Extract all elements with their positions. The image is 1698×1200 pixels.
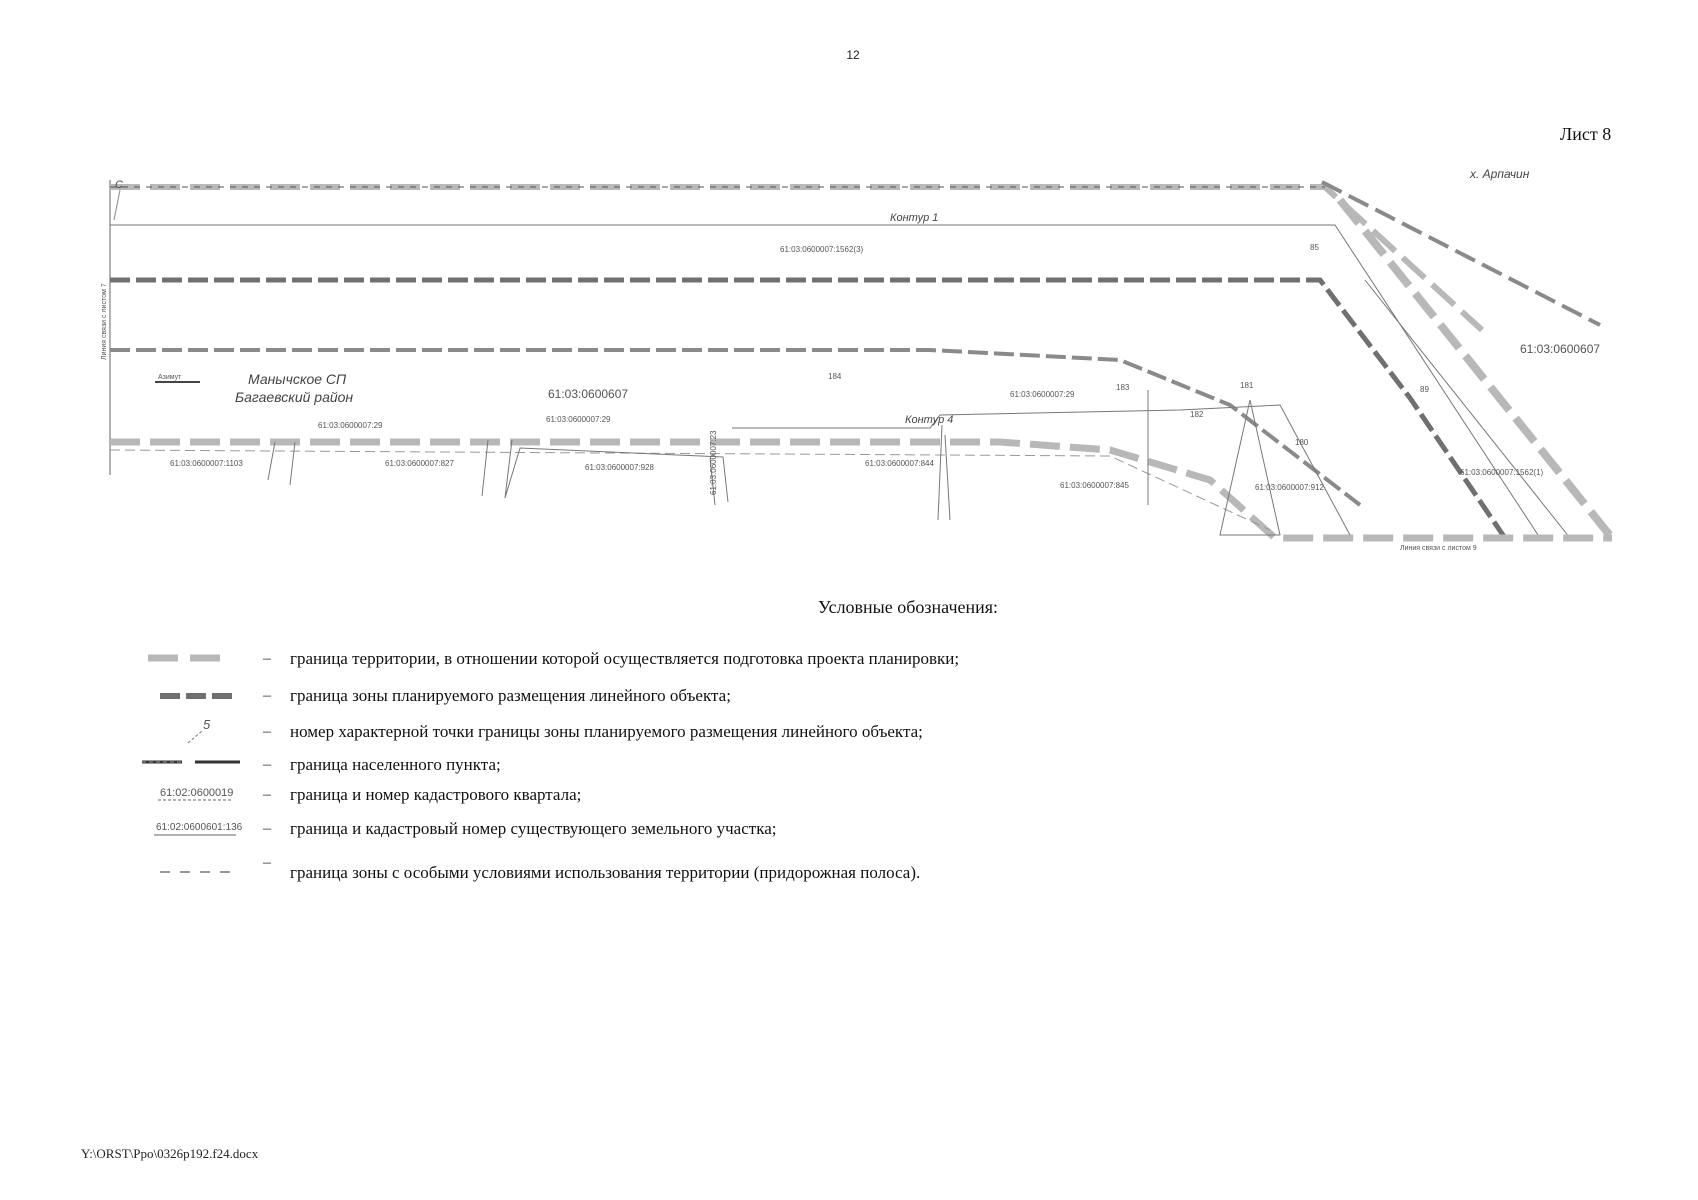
parcel-line-right [1364, 279, 1571, 539]
parcel-label-left1: 61:03:0600007:1103 [170, 459, 243, 468]
parcel-sample-label: 61:02:0600601:136 [156, 822, 243, 833]
roadside-zone-symbol [160, 871, 232, 873]
roadside-zone [109, 449, 1271, 531]
territory-boundary-right [1336, 197, 1616, 541]
planning-map: С х. Арпачин Контур 1 Контур 4 Манычское… [101, 167, 1616, 552]
side-label-bottom: Линия связи с листом 9 [1400, 545, 1477, 552]
small-label: Азимут [158, 374, 182, 381]
legend-item-territory: – граница территории, в отношении которо… [140, 646, 1440, 674]
legend-item-quarter: 61:02:0600019 – граница и номер кадастро… [140, 782, 1440, 810]
settlement-boundary [1321, 180, 1601, 327]
legend-dash: – [263, 650, 271, 667]
parcel-label-left2: 61:03:0600007:29 [318, 421, 383, 430]
parcel-label-right2: 61:03:0600007:845 [1060, 481, 1130, 490]
legend-item-point-number: 5 – номер характерной точки границы зоны… [140, 719, 1440, 747]
point-number-symbol: 5 [187, 719, 211, 744]
point-label-85: 85 [1310, 243, 1319, 252]
legend-item-roadside: – граница зоны с особыми условиями испол… [140, 854, 1440, 888]
point-label-182: 182 [1190, 410, 1204, 419]
territory-boundary-symbol [148, 654, 232, 662]
quarter-label-main: 61:03:0600607 [548, 387, 628, 401]
point-label-180: 180 [1295, 438, 1309, 447]
territory-boundary-bottom [110, 438, 1612, 542]
file-path: Y:\ORST\Ppo\0326p192.f24.docx [81, 1146, 259, 1161]
parcel-label-mid4: 61:03:0600007:844 [865, 459, 935, 468]
parcel-line-top [110, 224, 1541, 539]
parcel-label-right4: 61:03:0600007:1562(1) [1460, 468, 1544, 477]
legend-dash: – [263, 723, 271, 740]
legend-dash: – [263, 687, 271, 704]
parcel-label-right1: 61:03:0600007:29 [1010, 390, 1075, 399]
district-label-1: Манычское СП [248, 371, 347, 387]
settlement-boundary-symbol [142, 760, 240, 764]
point-label-183: 183 [1116, 383, 1130, 392]
district-label-2: Багаевский район [235, 389, 353, 405]
parcel-label-mid3: 61:03:0600007:928 [585, 463, 655, 472]
legend-dash: – [263, 820, 271, 837]
settlement-label: х. Арпачин [1469, 167, 1530, 181]
legend-dash: – [263, 786, 271, 803]
parcel-label-top: 61:03:0600007:1562(3) [780, 245, 864, 254]
parcel-frames [267, 390, 1351, 536]
point-label-184: 184 [828, 372, 842, 381]
linear-zone-boundary-2 [110, 348, 1362, 507]
legend-text-roadside: граница зоны с особыми условиями использ… [290, 863, 921, 882]
legend-text-settlement: граница населенного пункта; [290, 755, 501, 774]
north-marker-c: С [115, 179, 123, 191]
contour-1-label: Контур 1 [890, 212, 938, 224]
linear-zone-symbol [160, 693, 232, 699]
quarter-sample-label: 61:02:0600019 [160, 787, 233, 799]
quarter-label-right: 61:03:0600607 [1520, 342, 1600, 356]
legend-dash: – [263, 756, 271, 773]
legend-text-territory: граница территории, в отношении которой … [290, 649, 960, 668]
page-number: 12 [846, 48, 860, 62]
north-arrow [113, 189, 121, 221]
point-label-89: 89 [1420, 385, 1429, 394]
parcel-label-mid1: 61:03:0600007:827 [385, 459, 455, 468]
legend-text-linear-zone: граница зоны планируемого размещения лин… [290, 686, 731, 705]
parcel-label-mid2: 61:03:0600007:29 [546, 415, 611, 424]
legend-text-point-number: номер характерной точки границы зоны пла… [290, 722, 923, 741]
point-label-181: 181 [1240, 381, 1254, 390]
side-label-left: Линия связи с листом 7 [101, 283, 108, 360]
legend-dash: – [263, 854, 271, 871]
legend-item-settlement: – граница населенного пункта; [140, 752, 1440, 780]
parcel-label-right3: 61:03:0600007:912 [1255, 483, 1325, 492]
sheet-label: Лист 8 [1560, 124, 1612, 144]
quarter-symbol: 61:02:0600019 [158, 787, 233, 801]
point-number-sample: 5 [203, 719, 211, 732]
legend-title: Условные обозначения: [818, 597, 999, 617]
contour-2-label: Контур 4 [905, 414, 953, 426]
legend-item-parcel: 61:02:0600601:136 – граница и кадастровы… [140, 816, 1440, 844]
linear-zone-boundary-1 [110, 277, 1508, 540]
parcel-label-vert: 61:03:0600007:23 [709, 430, 718, 495]
parcel-symbol: 61:02:0600601:136 [154, 822, 243, 836]
legend-item-linear-zone: – граница зоны планируемого размещения л… [140, 683, 1440, 711]
territory-boundary-top [110, 184, 1485, 333]
legend-text-parcel: граница и кадастровый номер существующег… [290, 819, 777, 838]
legend-text-quarter: граница и номер кадастрового квартала; [290, 785, 582, 804]
